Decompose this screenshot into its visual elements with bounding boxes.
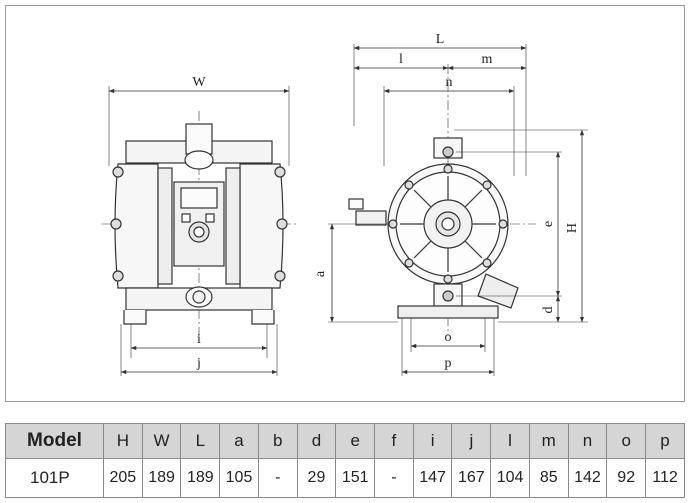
dim-label-e: e — [541, 221, 556, 227]
cell-L: 189 — [180, 458, 221, 498]
dim-label-L: L — [436, 32, 445, 47]
cell-e: 151 — [335, 458, 376, 498]
dim-label-l: l — [399, 52, 403, 67]
dim-label-d: d — [541, 307, 556, 314]
dim-label-j: j — [196, 356, 201, 371]
cell-p: 112 — [645, 458, 685, 498]
technical-drawing: W i j — [5, 5, 685, 402]
cell-H: 205 — [103, 458, 143, 498]
header-cell-a: a — [219, 423, 259, 459]
dim-label-p: p — [445, 356, 452, 371]
header-cell-d: d — [296, 423, 337, 459]
dim-label-n: n — [446, 75, 453, 90]
header-cell-i: i — [412, 423, 453, 459]
cell-b: - — [257, 458, 298, 498]
cell-o: 92 — [606, 458, 647, 498]
cell-i: 147 — [412, 458, 453, 498]
cell-a: 105 — [219, 458, 259, 498]
pump-dimension-drawing: W i j — [101, 32, 588, 376]
dim-label-a: a — [313, 270, 328, 277]
cell-l: 104 — [490, 458, 530, 498]
header-cell-f: f — [374, 423, 414, 459]
cell-j: 167 — [451, 458, 492, 498]
header-cell-e: e — [335, 423, 376, 459]
header-cell-p: p — [645, 423, 685, 459]
cell-n: 142 — [567, 458, 608, 498]
cell-model: 101P — [5, 458, 104, 498]
dim-label-i: i — [197, 332, 201, 347]
dim-label-o: o — [445, 330, 452, 345]
table-header-row: Model H W L a b d e f i j l m n o p — [5, 423, 685, 459]
header-cell-m: m — [528, 423, 569, 459]
header-cell-n: n — [567, 423, 608, 459]
header-cell-H: H — [103, 423, 143, 459]
header-cell-W: W — [141, 423, 182, 459]
header-cell-model: Model — [5, 423, 104, 459]
cell-d: 29 — [296, 458, 337, 498]
header-cell-b: b — [257, 423, 298, 459]
dim-label-W: W — [192, 75, 206, 90]
cell-f: - — [374, 458, 414, 498]
dim-label-m: m — [482, 52, 493, 67]
header-cell-j: j — [451, 423, 492, 459]
header-cell-L: L — [180, 423, 221, 459]
side-view — [328, 44, 588, 376]
front-view — [101, 86, 298, 376]
table-row: 101P 205 189 189 105 - 29 151 - 147 167 … — [5, 458, 685, 498]
header-cell-o: o — [606, 423, 647, 459]
dimension-table: Model H W L a b d e f i j l m n o p 101P… — [5, 423, 685, 498]
cell-W: 189 — [141, 458, 182, 498]
header-cell-l: l — [490, 423, 530, 459]
cell-m: 85 — [528, 458, 569, 498]
dim-label-H: H — [565, 223, 580, 233]
